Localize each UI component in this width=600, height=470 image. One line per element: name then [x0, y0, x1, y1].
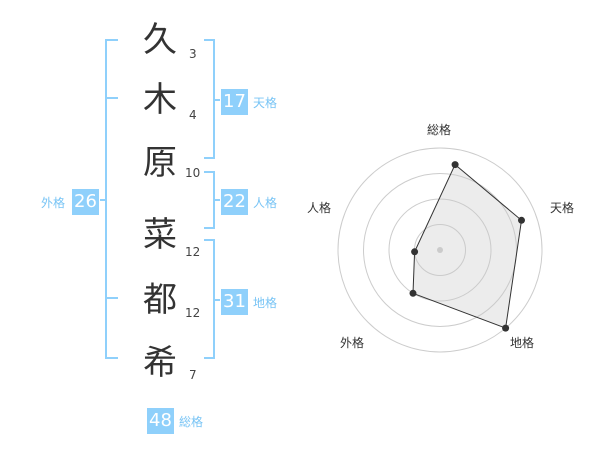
radar-label-jinkaku: 人格 [307, 201, 332, 215]
tenkaku-label: 天格 [253, 96, 278, 110]
radar-ring-4 [337, 147, 543, 353]
stroke-count-5: 12 [185, 306, 201, 320]
radar-label-gaikaku: 外格 [340, 336, 365, 350]
stroke-count-4: 12 [185, 245, 201, 259]
radar-label-chikaku: 地格 [510, 336, 535, 350]
name-char-4: 菜 [143, 215, 177, 255]
chikaku-label: 地格 [253, 296, 278, 310]
radar-label-tenkaku: 天格 [550, 201, 575, 215]
radar-label-soukaku: 総格 [427, 123, 452, 137]
chikaku-value: 31 [221, 289, 248, 315]
name-char-3: 原 [143, 143, 177, 183]
radar-point-gaikaku [409, 289, 417, 297]
stroke-count-2: 4 [189, 108, 197, 122]
radar-point-chikaku [502, 324, 510, 332]
gaikaku-label: 外格 [41, 196, 66, 210]
stroke-count-3: 10 [185, 166, 201, 180]
radar-point-soukaku [451, 161, 459, 169]
jinkaku-bracket [204, 171, 220, 229]
chikaku-bracket [204, 239, 220, 359]
name-char-5: 都 [143, 280, 177, 320]
tenkaku-bracket [204, 39, 220, 159]
tenkaku-value: 17 [221, 89, 248, 115]
soukaku-label: 総格 [179, 415, 204, 429]
gaikaku-value: 26 [72, 189, 99, 215]
radar-point-jinkaku [411, 248, 419, 256]
name-char-2: 木 [143, 80, 177, 120]
gaikaku-bracket [100, 39, 118, 359]
radar-polygon [412, 163, 523, 329]
soukaku-value: 48 [147, 408, 174, 434]
jinkaku-value: 22 [221, 189, 248, 215]
radar-point-tenkaku [518, 216, 525, 224]
jinkaku-label: 人格 [253, 196, 278, 210]
radar-ring-2 [388, 198, 492, 302]
stroke-count-1: 3 [189, 47, 197, 61]
name-char-1: 久 [143, 20, 177, 60]
radar-center [437, 247, 443, 253]
radar-polygon-group [409, 161, 525, 332]
name-char-6: 希 [143, 343, 177, 383]
stroke-count-6: 7 [189, 368, 197, 382]
radar-ring-3 [363, 173, 517, 327]
